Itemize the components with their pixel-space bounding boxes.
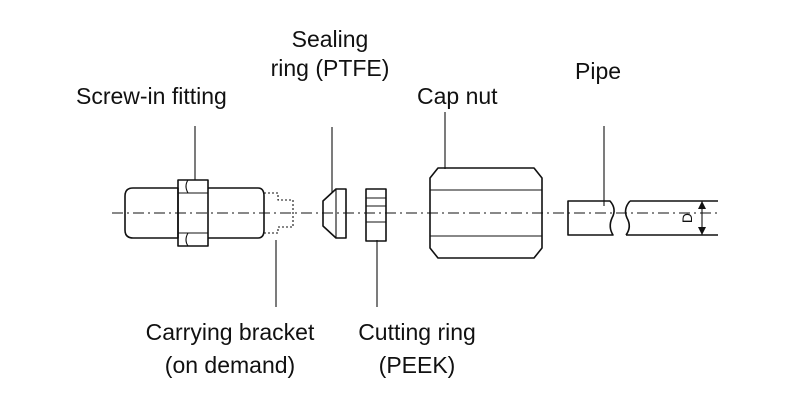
cutting-ring: [365, 188, 387, 242]
sealing-ring: [322, 188, 347, 239]
screw-in-fitting: [124, 179, 265, 247]
label-sealing-ring-line2: ring (PTFE): [271, 55, 390, 81]
carrying-bracket: [264, 192, 294, 234]
cap-nut: [429, 167, 543, 259]
label-cap-nut: Cap nut: [417, 83, 498, 109]
label-carrying-bracket-line1: Carrying bracket: [146, 319, 315, 345]
diameter-dimension: [698, 201, 706, 235]
label-diameter: D: [679, 213, 695, 223]
label-pipe: Pipe: [575, 58, 621, 84]
label-sealing-ring-line1: Sealing: [292, 26, 369, 52]
label-cutting-ring-line1: Cutting ring: [358, 319, 476, 345]
label-carrying-bracket-line2: (on demand): [165, 352, 295, 378]
label-cutting-ring-line2: (PEEK): [379, 352, 456, 378]
label-screw-in-fitting: Screw-in fitting: [76, 83, 227, 109]
pipe: [567, 200, 718, 236]
